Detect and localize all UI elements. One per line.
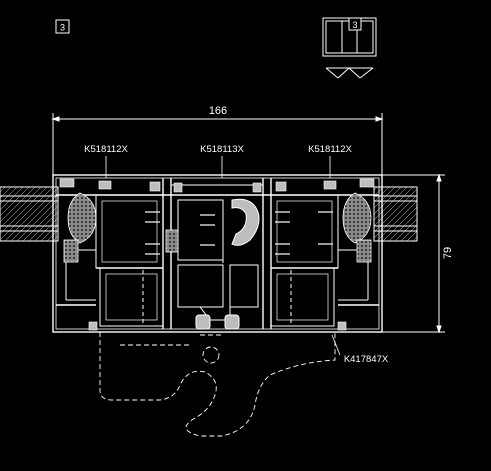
glass-pane-left <box>0 186 59 242</box>
profile-label-left: K518112X <box>84 144 128 155</box>
profile-label-handle: K417847X <box>344 354 389 365</box>
handle-outline <box>99 332 336 437</box>
bottom-track <box>195 314 240 330</box>
gaskets <box>59 178 375 331</box>
glass-pane-right <box>373 186 418 242</box>
profile-label-right: K518112X <box>308 144 352 155</box>
glazing-beads <box>63 192 372 263</box>
dimension-width: 166 <box>51 105 384 180</box>
key-plan-number: 3 <box>352 20 357 30</box>
detail-number: 3 <box>60 23 65 33</box>
sash-left <box>65 194 164 327</box>
dimension-height-label: 79 <box>442 247 454 259</box>
thermal-breaks <box>145 211 333 255</box>
detail-number-box: 3 <box>55 19 70 34</box>
profile-label-center: K518113X <box>200 144 244 155</box>
interlock-gasket <box>231 198 260 246</box>
dimension-width-label: 166 <box>209 105 227 117</box>
key-plan-icon: 3 <box>322 17 377 79</box>
dimension-height: 79 <box>380 173 454 334</box>
